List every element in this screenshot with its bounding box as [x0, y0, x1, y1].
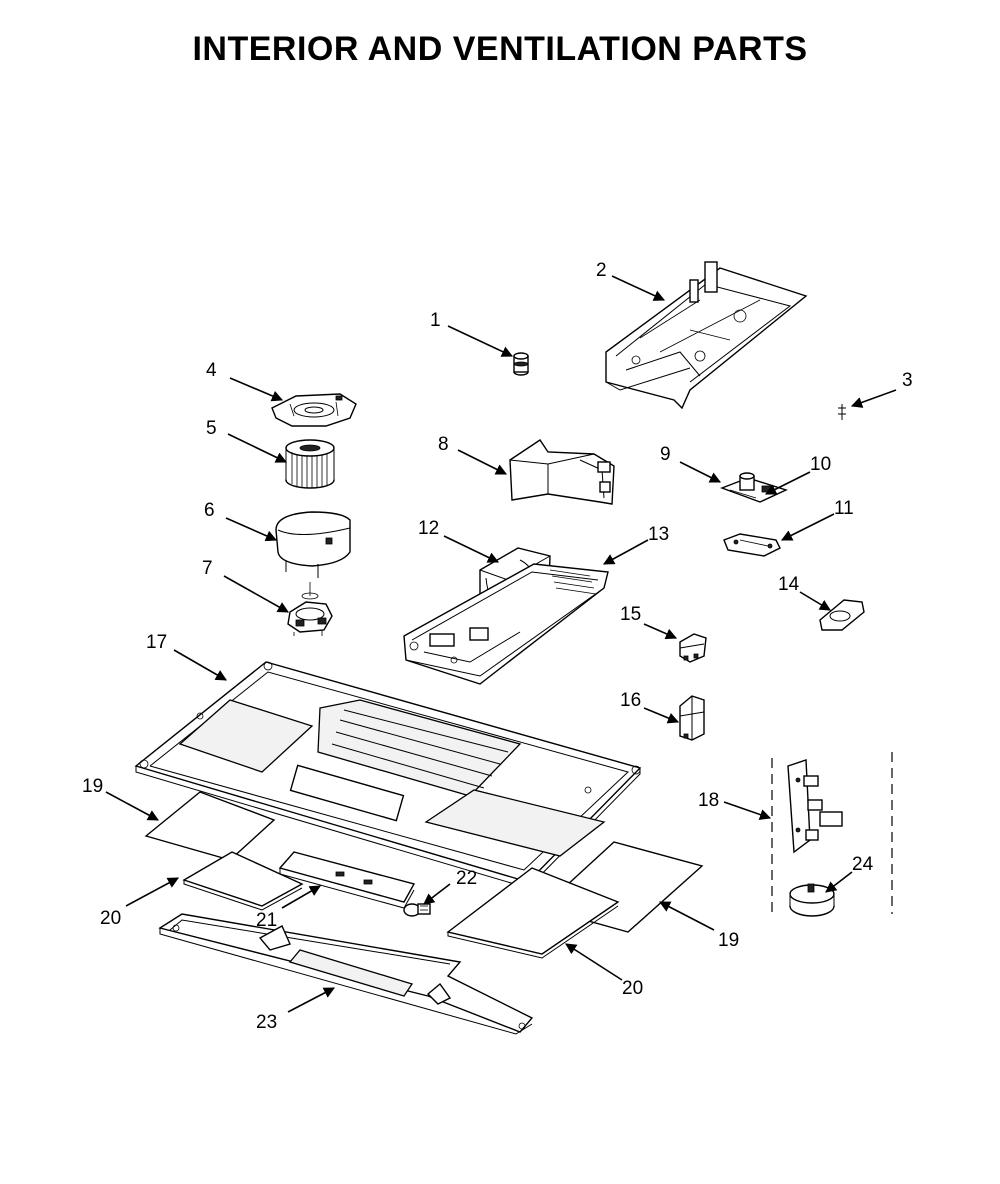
callout-16: 16	[620, 690, 641, 711]
part-13-tray	[403, 563, 609, 685]
part-11-bracket	[723, 533, 781, 557]
callout-20-left: 20	[100, 908, 121, 929]
callout-14: 14	[778, 574, 800, 595]
leader-lines	[105, 275, 897, 1013]
callout-19-right: 19	[718, 930, 739, 951]
callout-21: 21	[256, 910, 277, 931]
part-22-bulb	[403, 903, 431, 917]
part-14-lens	[819, 599, 865, 631]
part-8-air-duct	[509, 439, 615, 505]
part-16-switch	[679, 695, 705, 741]
page-title: INTERIOR AND VENTILATION PARTS	[192, 30, 808, 68]
callout-17: 17	[146, 632, 167, 653]
callout-2: 2	[596, 260, 607, 281]
callout-3: 3	[902, 370, 913, 391]
part-23-vent-grille	[158, 913, 534, 1035]
callout-labels: 2 1 3 4 5 6 7 8 9 10 11 12 13 14 15 16 1…	[82, 260, 913, 1033]
callout-24: 24	[852, 854, 874, 875]
callout-11: 11	[834, 498, 854, 519]
part-24-turntable-motor	[789, 883, 835, 917]
part-3-screw	[838, 404, 846, 420]
callout-5: 5	[206, 418, 217, 439]
part-7-blower-motor	[287, 582, 333, 636]
part-5-blower-wheel	[285, 439, 335, 489]
part-20-left-grease-filter	[182, 851, 304, 911]
part-20-right-grease-filter	[446, 867, 620, 959]
part-2-frame	[605, 261, 808, 410]
part-1-grommet	[513, 352, 529, 376]
callout-22: 22	[456, 868, 477, 889]
part-4-blower-plate	[271, 393, 357, 427]
callout-15: 15	[620, 604, 641, 625]
callout-18: 18	[698, 790, 719, 811]
callout-1: 1	[430, 310, 441, 331]
callout-12: 12	[418, 518, 439, 539]
callout-8: 8	[438, 434, 449, 455]
part-15-switch	[679, 633, 707, 663]
part-18-switch-bracket	[771, 752, 893, 916]
part-21-light-housing	[278, 851, 416, 909]
callout-20-right: 20	[622, 978, 643, 999]
part-19-left-filter	[144, 791, 276, 861]
callout-9: 9	[660, 444, 671, 465]
callout-23: 23	[256, 1012, 277, 1033]
callout-4: 4	[206, 360, 217, 381]
callout-19-left: 19	[82, 776, 103, 797]
callout-7: 7	[202, 558, 213, 579]
callout-6: 6	[204, 500, 215, 521]
callout-13: 13	[648, 524, 669, 545]
part-6-blower-housing	[275, 511, 351, 578]
callout-10: 10	[810, 454, 831, 475]
part-17-bottom-plate	[134, 661, 642, 889]
